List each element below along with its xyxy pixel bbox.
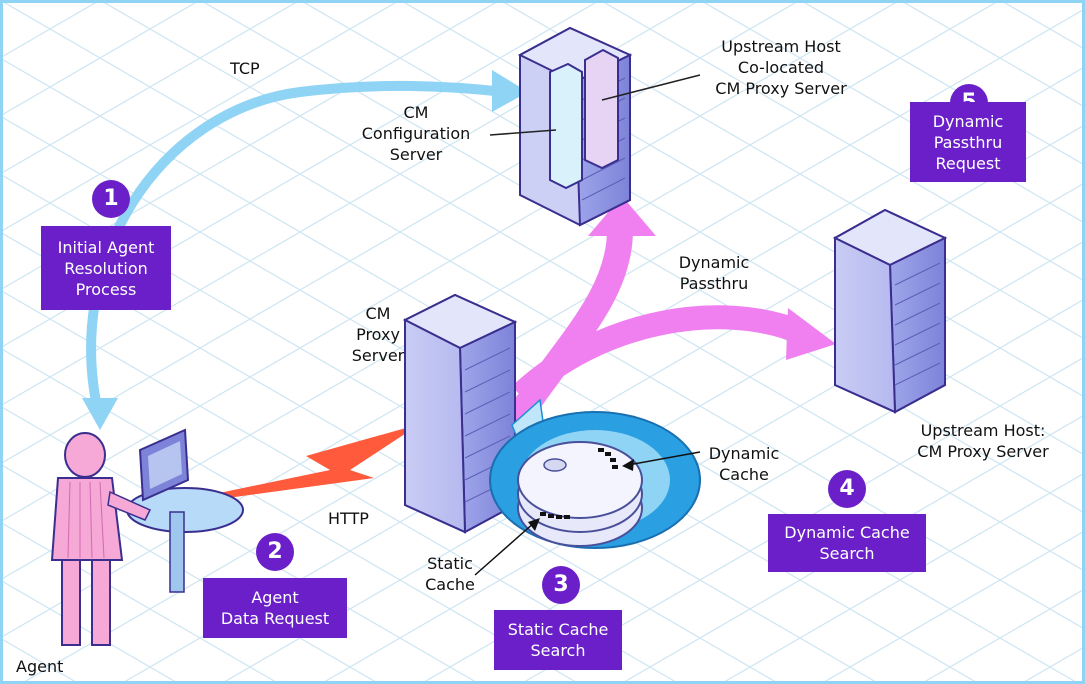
step-2-box: Agent Data Request: [203, 578, 347, 638]
agent-label: Agent: [16, 657, 64, 676]
config-server-label: CM Configuration Server: [361, 103, 471, 164]
step-4-badge: 4: [828, 470, 866, 508]
config-server-rack: [517, 26, 633, 227]
dynamic-cache-label: Dynamic Cache: [708, 444, 780, 484]
http-label: HTTP: [328, 509, 369, 528]
dynamic-cache-pointer: [622, 451, 701, 471]
http-bolt: [195, 424, 420, 502]
upstream-proxy-rack: [832, 208, 948, 414]
tcp-label: TCP: [230, 59, 260, 78]
step-3-box: Static Cache Search: [494, 610, 622, 670]
dynamic-passthru-arrow: [498, 196, 836, 437]
proxy-server-label: CM Proxy Server: [351, 304, 405, 365]
upstream-proxy-label: Upstream Host: CM Proxy Server: [917, 421, 1049, 461]
upstream-colocated-label: Upstream Host Co-located CM Proxy Server: [715, 37, 847, 98]
config-server-leader: [489, 129, 557, 136]
static-cache-pointer: [474, 518, 540, 576]
cache-disk: [489, 398, 701, 549]
step-2-badge: 2: [256, 533, 294, 571]
dynamic-passthru-label: Dynamic Passthru: [678, 253, 750, 293]
step-3-badge: 3: [542, 566, 580, 604]
step-1-box: Initial Agent Resolution Process: [41, 226, 171, 310]
step-5-box: Dynamic Passthru Request: [910, 102, 1026, 182]
step-4-box: Dynamic Cache Search: [768, 514, 926, 572]
agent-figure: [50, 428, 244, 646]
step-1-badge: 1: [92, 180, 130, 218]
colocated-proxy-leader: [601, 74, 701, 101]
static-cache-label: Static Cache: [425, 554, 475, 594]
